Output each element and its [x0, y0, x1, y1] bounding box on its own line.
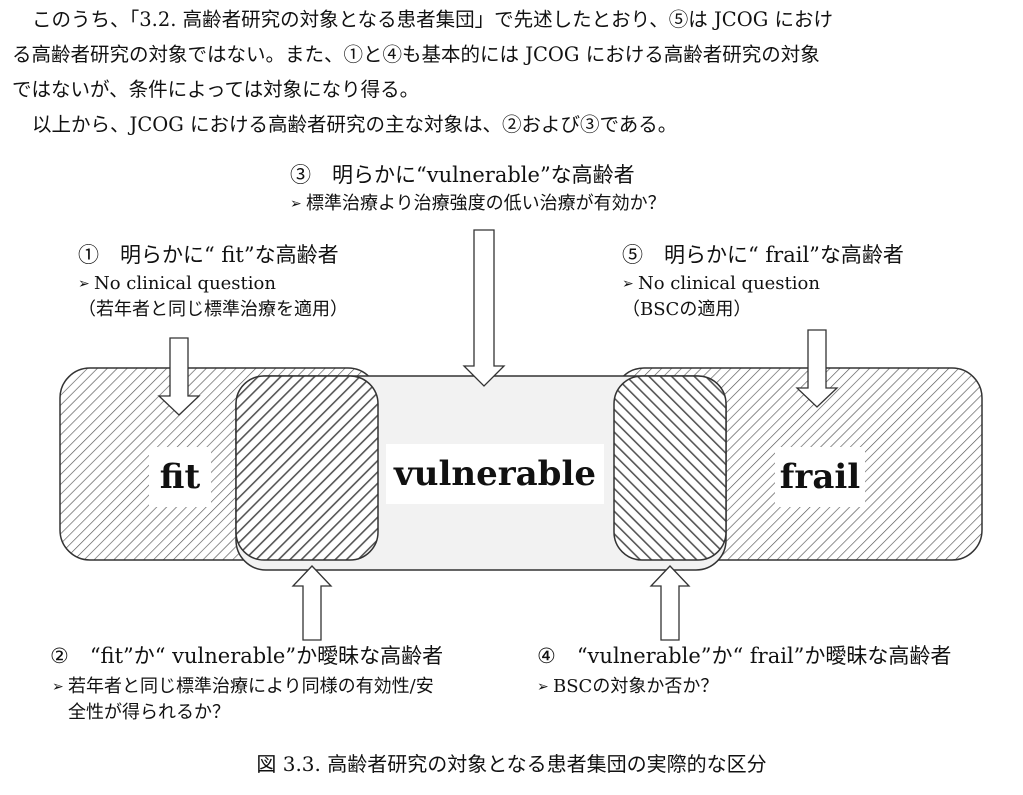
figure-caption: 図 3.3. 高齢者研究の対象となる患者集団の実際的な区分: [256, 752, 767, 776]
bullet-arrow-icon: ➢: [78, 276, 90, 292]
group-1-bullet-item: ➢No clinical question: [78, 271, 276, 297]
group-4-title: ④ “vulnerable”か“ frail”か曖昧な高齢者: [537, 644, 952, 668]
group-3-bullet: 標準治療より治療強度の低い治療が有効か？: [306, 193, 666, 214]
group-5-bullet: No clinical question: [638, 273, 820, 294]
intro-line-1: このうち、「3.2. 高齢者研究の対象となる患者集団」で先述したとおり、⑤は J…: [32, 8, 833, 31]
group-2-bullet-line-1: 若年者と同じ標準治療により同様の有効性/安: [68, 676, 434, 697]
arrow-group-5: [795, 329, 839, 408]
overlap-vulnerable-frail: [613, 375, 727, 561]
group-2-title: ② “fit”か“ vulnerable”か曖昧な高齢者: [50, 644, 444, 668]
intro-line-3: ではないが、条件によっては対象になり得る。: [12, 78, 420, 101]
bullet-arrow-icon: ➢: [537, 679, 549, 695]
group-3-title: ③ 明らかに“vulnerable”な高齢者: [290, 163, 635, 187]
arrow-group-4: [649, 565, 691, 641]
bullet-arrow-icon: ➢: [52, 679, 64, 695]
bullet-arrow-icon: ➢: [290, 196, 302, 212]
frail-label: frail: [775, 447, 865, 507]
group-4-bullet: BSCの対象か否か？: [553, 676, 719, 697]
fit-label: fit: [149, 447, 211, 507]
group-2-bullet-line-2: 全性が得られるか？: [68, 702, 230, 723]
intro-paragraph: このうち、「3.2. 高齢者研究の対象となる患者集団」で先述したとおり、⑤は J…: [12, 2, 1012, 142]
intro-line-4: 以上から、JCOG における高齢者研究の主な対象は、②および③である。: [32, 113, 678, 136]
group-1-note: （若年者と同じ標準治療を適用）: [78, 299, 348, 320]
group-1-title: ① 明らかに“ fit”な高齢者: [78, 243, 339, 267]
bullet-arrow-icon: ➢: [622, 276, 634, 292]
group-4-bullet-item: ➢BSCの対象か否か？: [537, 674, 718, 700]
arrow-group-3: [462, 229, 506, 387]
arrow-group-1: [157, 337, 201, 416]
group-5-note: （BSCの適用）: [622, 299, 752, 320]
group-5-bullet-item: ➢No clinical question: [622, 271, 820, 297]
group-2-bullet-item: ➢若年者と同じ標準治療により同様の有効性/安: [52, 674, 434, 700]
group-3-bullet-item: ➢標準治療より治療強度の低い治療が有効か？: [290, 191, 666, 217]
intro-line-2: る高齢者研究の対象ではない。また、①と④も基本的には JCOG における高齢者研…: [12, 43, 820, 66]
vulnerable-label: vulnerable: [386, 444, 604, 504]
overlap-fit-vulnerable: [235, 375, 379, 561]
arrow-group-2: [291, 565, 333, 641]
group-1-bullet: No clinical question: [94, 273, 276, 294]
group-5-title: ⑤ 明らかに“ frail”な高齢者: [622, 243, 904, 267]
